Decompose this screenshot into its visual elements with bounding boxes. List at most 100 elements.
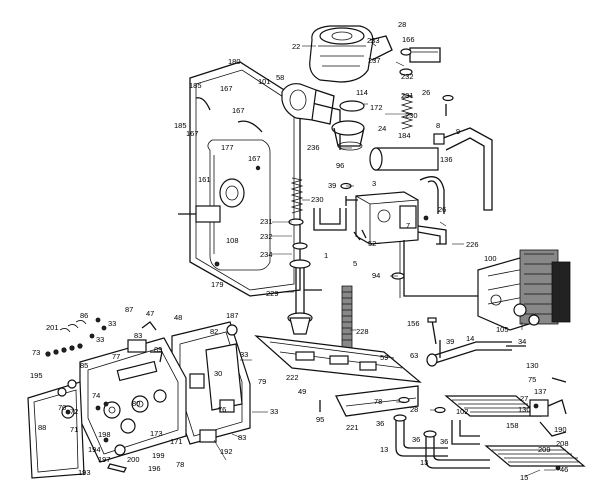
callout-71: 71 [70,425,78,434]
callout-22: 22 [292,42,300,51]
spring-upper [290,177,304,214]
callout-226: 226 [466,240,479,249]
callout-1: 1 [324,251,328,260]
callout-74: 74 [92,391,100,400]
callout-236: 236 [307,143,320,152]
screw-row [45,317,107,357]
callout-47: 47 [146,309,154,318]
gas-valve [345,191,429,245]
callout-199: 199 [152,451,165,460]
callout-39: 39 [446,337,454,346]
callout-196: 196 [148,464,161,473]
flow-switch [529,377,567,471]
flue-pipe [369,47,493,214]
callout-14: 14 [466,334,474,343]
callout-180: 180 [228,57,241,66]
callout-7: 7 [406,221,410,230]
callout-34: 34 [518,337,526,346]
callout-75: 75 [528,375,536,384]
callout-222: 222 [286,373,299,382]
small-parts [107,48,454,473]
callout-192: 192 [220,447,233,456]
callout-185: 185 [189,81,202,90]
callout-95: 95 [316,415,324,424]
callout-137: 137 [534,387,547,396]
callout-158: 158 [506,421,519,430]
callout-234: 234 [260,250,273,259]
callout-179: 179 [211,280,224,289]
spring-flex-hose [341,285,353,351]
callout-208: 208 [556,439,569,448]
callout-228: 228 [356,327,369,336]
leader-lines [213,41,556,477]
callout-26: 26 [438,205,446,214]
callout-78: 78 [176,460,184,469]
callout-88: 88 [38,423,46,432]
callout-166: 166 [402,35,415,44]
callout-184: 184 [398,131,411,140]
callout-3: 3 [372,179,376,188]
callout-26: 26 [422,88,430,97]
callout-231: 231 [401,91,414,100]
callout-36: 36 [376,419,384,428]
callout-167: 167 [232,106,245,115]
callout-221: 221 [346,423,359,432]
callout-100: 100 [484,254,497,263]
hydraulic-assembly [477,249,571,331]
boiler-frame [189,61,341,297]
callout-33: 33 [240,350,248,359]
callout-86: 86 [80,311,88,320]
callout-167: 167 [248,154,261,163]
callout-39: 39 [328,181,336,190]
callout-48: 48 [174,313,182,322]
callout-82: 82 [210,327,218,336]
callout-52: 52 [368,239,376,248]
callout-231: 231 [260,217,273,226]
callout-187: 187 [226,311,239,320]
callout-70: 70 [58,403,66,412]
callout-78: 78 [374,397,382,406]
callout-177: 177 [221,143,234,152]
callout-161: 161 [198,175,211,184]
callout-130: 130 [518,405,531,414]
callout-108: 108 [226,236,239,245]
callout-30: 30 [214,369,222,378]
callout-195: 195 [30,371,43,380]
callout-197: 197 [98,455,111,464]
callout-13: 13 [380,445,388,454]
callout-201: 201 [46,323,59,332]
callout-198: 198 [98,430,111,439]
callout-80: 80 [132,399,140,408]
pipe-226 [399,225,530,298]
fan-assembly [309,25,393,151]
callout-193: 193 [78,468,91,477]
callout-76: 76 [218,405,226,414]
control-frame [171,321,251,445]
callout-49: 49 [298,387,306,396]
callout-46: 46 [560,465,568,474]
callout-230: 230 [311,195,324,204]
callout-230: 230 [405,111,418,120]
callout-185: 185 [174,121,187,130]
callout-96: 96 [336,161,344,170]
callout-8: 8 [436,121,440,130]
callout-33: 33 [270,407,278,416]
callout-89: 89 [154,345,162,354]
callout-79: 79 [258,377,266,386]
spring-right [400,93,414,130]
callout-156: 156 [407,319,420,328]
callout-237: 237 [368,56,381,65]
bottom-pipes [393,414,490,469]
callout-72: 72 [70,407,78,416]
callout-73: 73 [32,348,40,357]
callout-58: 58 [276,73,284,82]
callout-167: 167 [186,129,199,138]
callout-59: 59 [380,353,388,362]
callout-77: 77 [112,352,120,361]
callout-labels: 28 22 233 166 237 232 231 180 101 58 114… [30,20,569,482]
callout-209: 209 [538,445,551,454]
callout-94: 94 [372,271,380,280]
callout-87: 87 [125,305,133,314]
callout-15: 15 [520,473,528,482]
